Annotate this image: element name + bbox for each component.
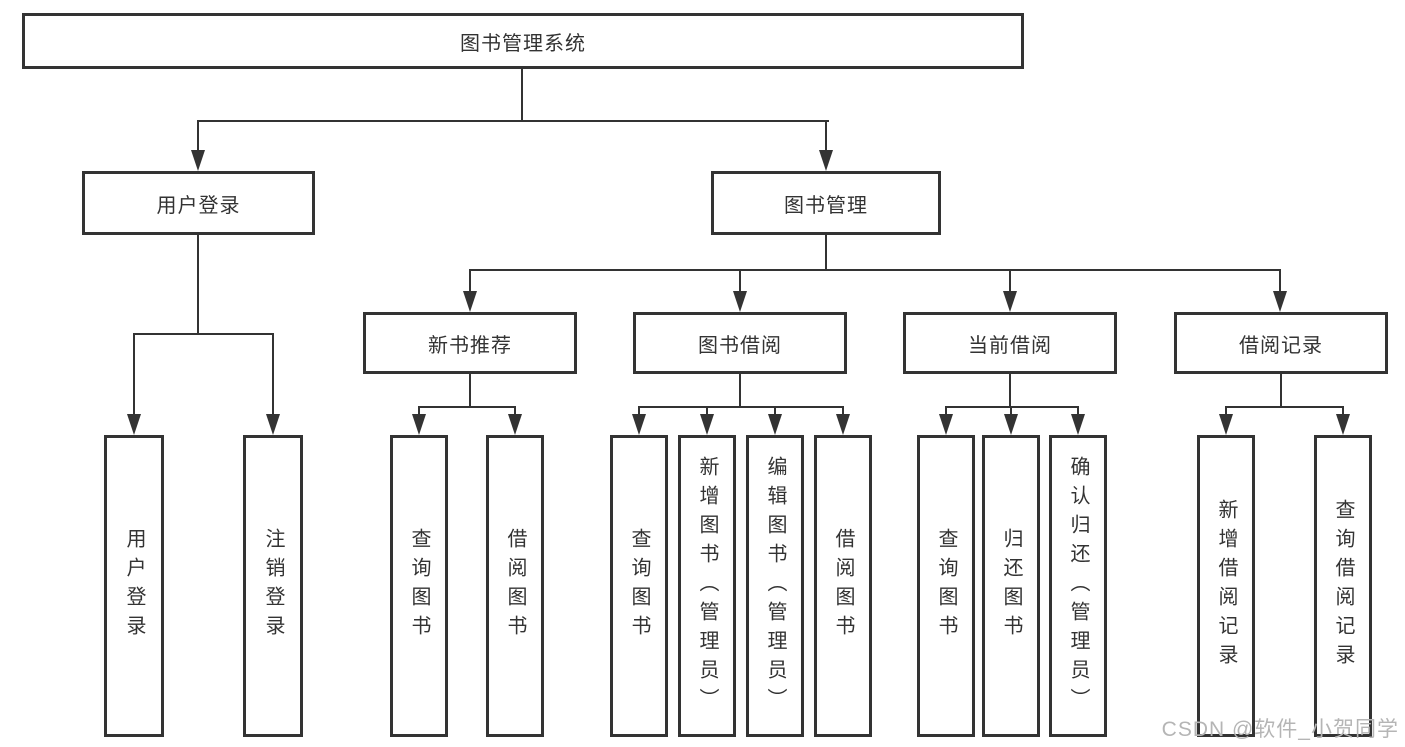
line — [638, 406, 640, 418]
line — [1077, 406, 1079, 418]
leaf-logout: 注销登录 — [243, 435, 303, 737]
leaf-logout-label: 注销登录 — [262, 528, 284, 644]
arrow-down-icon — [127, 414, 141, 435]
line — [1279, 269, 1281, 295]
line — [638, 406, 844, 408]
line — [739, 269, 741, 295]
line — [197, 120, 199, 154]
line — [706, 406, 708, 418]
leaf-add-borrow-record: 新增借阅记录 — [1197, 435, 1255, 737]
node-book-borrow: 图书借阅 — [633, 312, 847, 374]
line — [1009, 374, 1011, 408]
line — [1342, 406, 1344, 418]
line — [825, 235, 827, 271]
node-current-borrow: 当前借阅 — [903, 312, 1117, 374]
leaf-edit-books-admin-label: 编辑图书（管理员） — [764, 455, 786, 717]
arrow-down-icon — [768, 414, 782, 435]
arrow-down-icon — [1004, 414, 1018, 435]
line — [825, 120, 827, 154]
line — [1280, 374, 1282, 408]
node-new-book-recommend: 新书推荐 — [363, 312, 577, 374]
leaf-borrow-borrow-books: 借阅图书 — [814, 435, 872, 737]
line — [272, 333, 274, 419]
line — [774, 406, 776, 418]
line — [1225, 406, 1344, 408]
leaf-query-borrow-record-label: 查询借阅记录 — [1332, 499, 1354, 673]
node-current-borrow-label: 当前借阅 — [968, 334, 1052, 357]
leaf-confirm-return-admin: 确认归还（管理员） — [1049, 435, 1107, 737]
leaf-confirm-return-admin-label: 确认归还（管理员） — [1067, 455, 1089, 717]
line — [1009, 269, 1011, 295]
node-book-management-label: 图书管理 — [784, 194, 868, 217]
node-borrow-record: 借阅记录 — [1174, 312, 1388, 374]
leaf-borrow-borrow-books-label: 借阅图书 — [832, 528, 854, 644]
line — [469, 269, 1281, 271]
arrow-down-icon — [700, 414, 714, 435]
arrow-down-icon — [463, 291, 477, 312]
arrow-down-icon — [819, 150, 833, 171]
node-borrow-record-label: 借阅记录 — [1239, 334, 1323, 357]
leaf-query-borrow-record: 查询借阅记录 — [1314, 435, 1372, 737]
line — [418, 406, 516, 408]
leaf-add-borrow-record-label: 新增借阅记录 — [1215, 499, 1237, 673]
leaf-current-query-books: 查询图书 — [917, 435, 975, 737]
leaf-user-login: 用户登录 — [104, 435, 164, 737]
arrow-down-icon — [836, 414, 850, 435]
leaf-add-books-admin-label: 新增图书（管理员） — [696, 455, 718, 717]
leaf-newbook-borrow-books: 借阅图书 — [486, 435, 544, 737]
line — [418, 406, 420, 418]
line — [133, 333, 135, 419]
leaf-user-login-label: 用户登录 — [123, 528, 145, 644]
line — [945, 406, 947, 418]
node-root: 图书管理系统 — [22, 13, 1024, 69]
line — [197, 120, 829, 122]
arrow-down-icon — [939, 414, 953, 435]
line — [197, 235, 199, 335]
arrow-down-icon — [266, 414, 280, 435]
line — [1225, 406, 1227, 418]
line — [945, 406, 1079, 408]
leaf-newbook-query-books: 查询图书 — [390, 435, 448, 737]
arrow-down-icon — [1273, 291, 1287, 312]
node-book-borrow-label: 图书借阅 — [698, 334, 782, 357]
arrow-down-icon — [733, 291, 747, 312]
line — [842, 406, 844, 418]
node-book-management: 图书管理 — [711, 171, 941, 235]
line — [1010, 406, 1012, 418]
node-new-book-recommend-label: 新书推荐 — [428, 334, 512, 357]
leaf-return-books: 归还图书 — [982, 435, 1040, 737]
line — [469, 269, 471, 295]
arrow-down-icon — [1219, 414, 1233, 435]
leaf-borrow-query-books: 查询图书 — [610, 435, 668, 737]
arrow-down-icon — [1336, 414, 1350, 435]
line — [514, 406, 516, 418]
node-user-login: 用户登录 — [82, 171, 315, 235]
arrow-down-icon — [191, 150, 205, 171]
leaf-edit-books-admin: 编辑图书（管理员） — [746, 435, 804, 737]
node-root-label: 图书管理系统 — [460, 32, 586, 55]
leaf-newbook-query-books-label: 查询图书 — [408, 528, 430, 644]
arrow-down-icon — [508, 414, 522, 435]
arrow-down-icon — [1003, 291, 1017, 312]
line — [469, 374, 471, 408]
arrow-down-icon — [412, 414, 426, 435]
arrow-down-icon — [1071, 414, 1085, 435]
leaf-current-query-books-label: 查询图书 — [935, 528, 957, 644]
leaf-add-books-admin: 新增图书（管理员） — [678, 435, 736, 737]
line — [739, 374, 741, 408]
leaf-newbook-borrow-books-label: 借阅图书 — [504, 528, 526, 644]
node-user-login-label: 用户登录 — [156, 194, 241, 217]
arrow-down-icon — [632, 414, 646, 435]
leaf-borrow-query-books-label: 查询图书 — [628, 528, 650, 644]
line — [133, 333, 274, 335]
leaf-return-books-label: 归还图书 — [1000, 528, 1022, 644]
line — [521, 69, 523, 122]
